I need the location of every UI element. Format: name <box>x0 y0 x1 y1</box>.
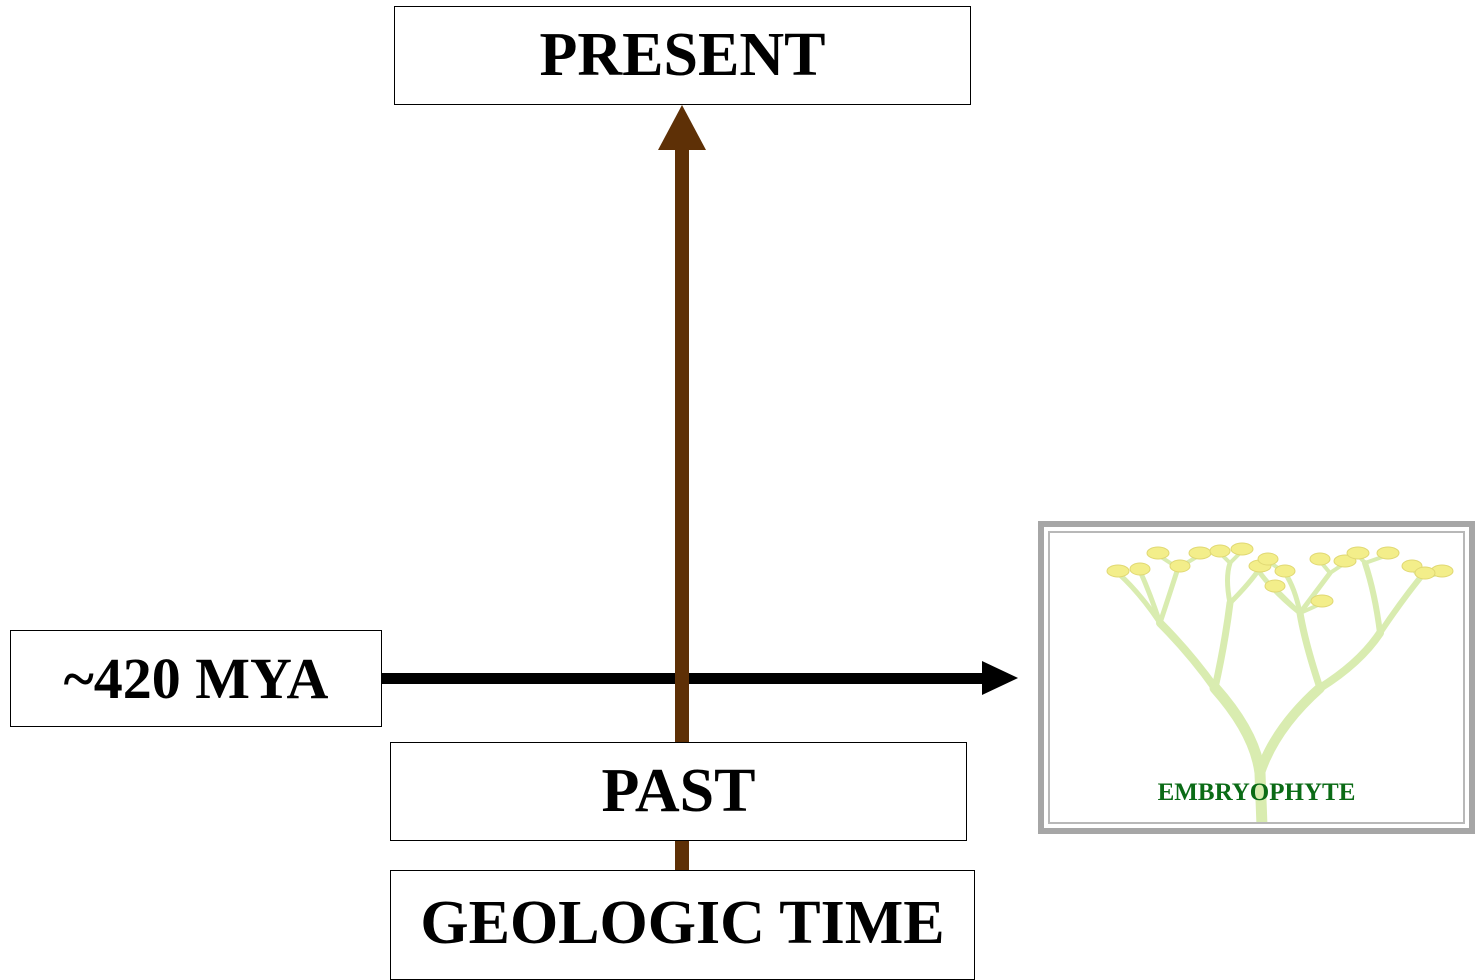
embryophyte-illustration-frame: EMBRYOPHYTE <box>1038 521 1475 834</box>
date-label: ~420 MYA <box>10 630 382 727</box>
past-label: PAST <box>390 742 967 841</box>
present-label: PRESENT <box>394 6 971 105</box>
time-arrow-shaft <box>675 148 689 870</box>
time-arrow-head <box>658 105 706 150</box>
event-arrow-head <box>982 661 1018 695</box>
embryophyte-plant-icon <box>1106 542 1454 822</box>
embryophyte-illustration: EMBRYOPHYTE <box>1048 531 1465 824</box>
embryophyte-caption: EMBRYOPHYTE <box>1157 779 1356 806</box>
axis-title: GEOLOGIC TIME <box>390 870 975 980</box>
time-arrow-overlap <box>675 668 689 688</box>
